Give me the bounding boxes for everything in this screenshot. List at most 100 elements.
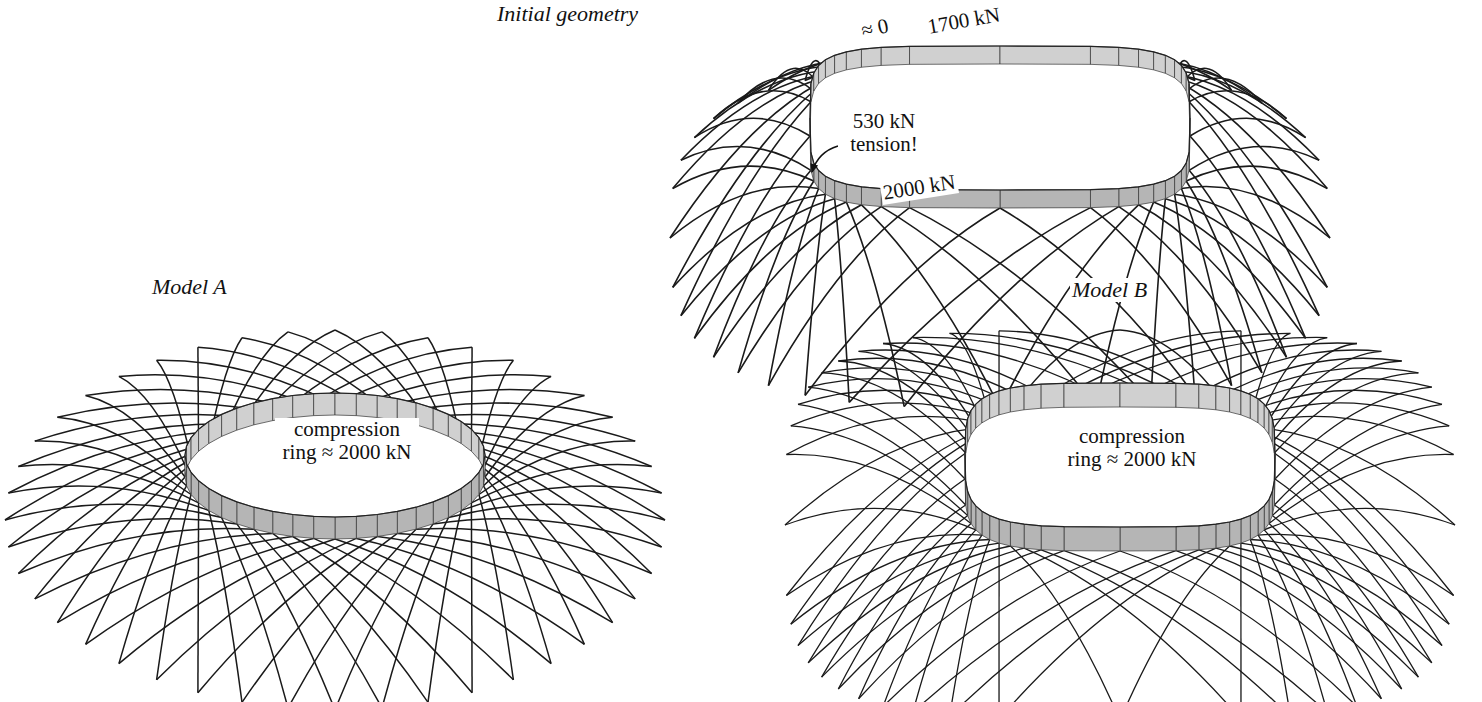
grid-bar xyxy=(1120,330,1230,412)
compression-ring xyxy=(999,519,1010,546)
grid-bar xyxy=(1120,551,1357,702)
compression-ring xyxy=(881,46,909,65)
compression-ring xyxy=(335,516,356,539)
grid-bar xyxy=(237,524,335,702)
grid-bar xyxy=(254,529,382,702)
compression-ring xyxy=(1064,527,1120,551)
compression-ring xyxy=(209,489,222,518)
compression-ring xyxy=(448,414,461,443)
grid-bar xyxy=(1176,551,1381,699)
grid-bar xyxy=(198,537,377,693)
grid-bar xyxy=(1199,550,1402,689)
grid-bar xyxy=(1154,202,1306,338)
compression-ring xyxy=(1241,391,1250,419)
grid-bar xyxy=(1096,202,1154,407)
compression-ring xyxy=(314,393,335,416)
grid-bar xyxy=(35,533,273,599)
grid-bar xyxy=(1024,548,1241,702)
grid-bar xyxy=(883,344,976,429)
grid-bar xyxy=(1175,78,1328,189)
grid-bar xyxy=(785,428,976,525)
compression-ring xyxy=(1241,516,1250,544)
compression-ring xyxy=(1000,190,1090,208)
grid-bar xyxy=(791,403,990,426)
grid-bar xyxy=(1186,91,1327,287)
grid-bar xyxy=(57,537,292,623)
compression-ring xyxy=(1000,46,1090,64)
compression-ring xyxy=(222,496,237,524)
grid-bar xyxy=(1250,403,1449,426)
grid-bar xyxy=(808,546,1010,663)
leader-arrow xyxy=(812,146,838,172)
grid-bar xyxy=(910,208,1151,403)
grid-bar xyxy=(1250,540,1290,702)
grid-bar xyxy=(838,516,967,689)
grid-bar xyxy=(859,524,971,699)
compression-ring xyxy=(1139,49,1154,70)
compression-ring xyxy=(1230,388,1241,415)
compression-ring xyxy=(1120,527,1176,551)
compression-ring xyxy=(999,388,1010,415)
compression-ring xyxy=(1041,526,1064,551)
grid-bar xyxy=(335,524,433,702)
grid-bar xyxy=(119,486,187,664)
grid-bar xyxy=(999,548,1216,702)
grid-bar xyxy=(838,550,1041,689)
grid-bar xyxy=(377,537,612,623)
model-a-gridshell xyxy=(5,330,665,702)
compression-ring xyxy=(1230,519,1241,546)
grid-bar xyxy=(805,194,825,395)
ring-opening xyxy=(965,383,1275,527)
grid-bar xyxy=(835,199,850,403)
compression-ring xyxy=(1010,386,1024,412)
force-value: ≈ 0 xyxy=(857,14,892,43)
grid-bar xyxy=(293,537,472,693)
compression-ring xyxy=(1024,384,1041,410)
grid-bar xyxy=(222,518,288,702)
grid-bar xyxy=(157,495,192,680)
compression-ring xyxy=(448,489,461,518)
grid-bar xyxy=(86,477,185,644)
grid-bar xyxy=(738,207,881,373)
grid-bar xyxy=(335,330,433,430)
grid-bar xyxy=(1241,543,1442,646)
grid-bar xyxy=(805,208,1000,395)
grid-bar xyxy=(822,373,966,453)
compression-ring xyxy=(861,47,881,67)
grid-bar xyxy=(1264,508,1455,530)
grid-bar xyxy=(1189,102,1319,316)
grid-bar xyxy=(8,519,236,547)
grid-bar xyxy=(786,454,971,523)
grid-bar xyxy=(209,511,242,702)
compression-ring xyxy=(335,393,356,416)
compression-ring xyxy=(1064,383,1120,407)
grid-bar xyxy=(883,551,1120,702)
compression-ring xyxy=(1216,386,1230,412)
grid-bar xyxy=(859,351,971,434)
compression-ring xyxy=(1090,46,1118,65)
compression-ring xyxy=(273,511,293,536)
grid-bar xyxy=(1000,205,1139,408)
grid-bar xyxy=(1274,453,1442,646)
grid-bar xyxy=(1024,331,1241,410)
grid-bar xyxy=(382,518,448,702)
grid-bar xyxy=(681,102,811,316)
grid-bar xyxy=(1272,361,1401,442)
compression-ring xyxy=(356,514,377,538)
compression-ring xyxy=(209,414,222,443)
grid-bar xyxy=(714,91,811,119)
compression-ring xyxy=(910,46,1000,64)
grid-bar xyxy=(479,460,635,599)
grid-bar xyxy=(913,337,1176,407)
model-b-gridshell xyxy=(785,330,1455,702)
grid-bar xyxy=(288,529,416,702)
compression-ring xyxy=(314,516,335,539)
grid-bar xyxy=(786,416,982,454)
compression-ring xyxy=(1176,526,1199,551)
ring-edge xyxy=(810,46,1190,190)
grid-bar xyxy=(1264,530,1357,702)
grid-bar xyxy=(1000,208,1195,395)
grid-bar xyxy=(1269,454,1454,523)
grid-bar xyxy=(471,451,651,573)
